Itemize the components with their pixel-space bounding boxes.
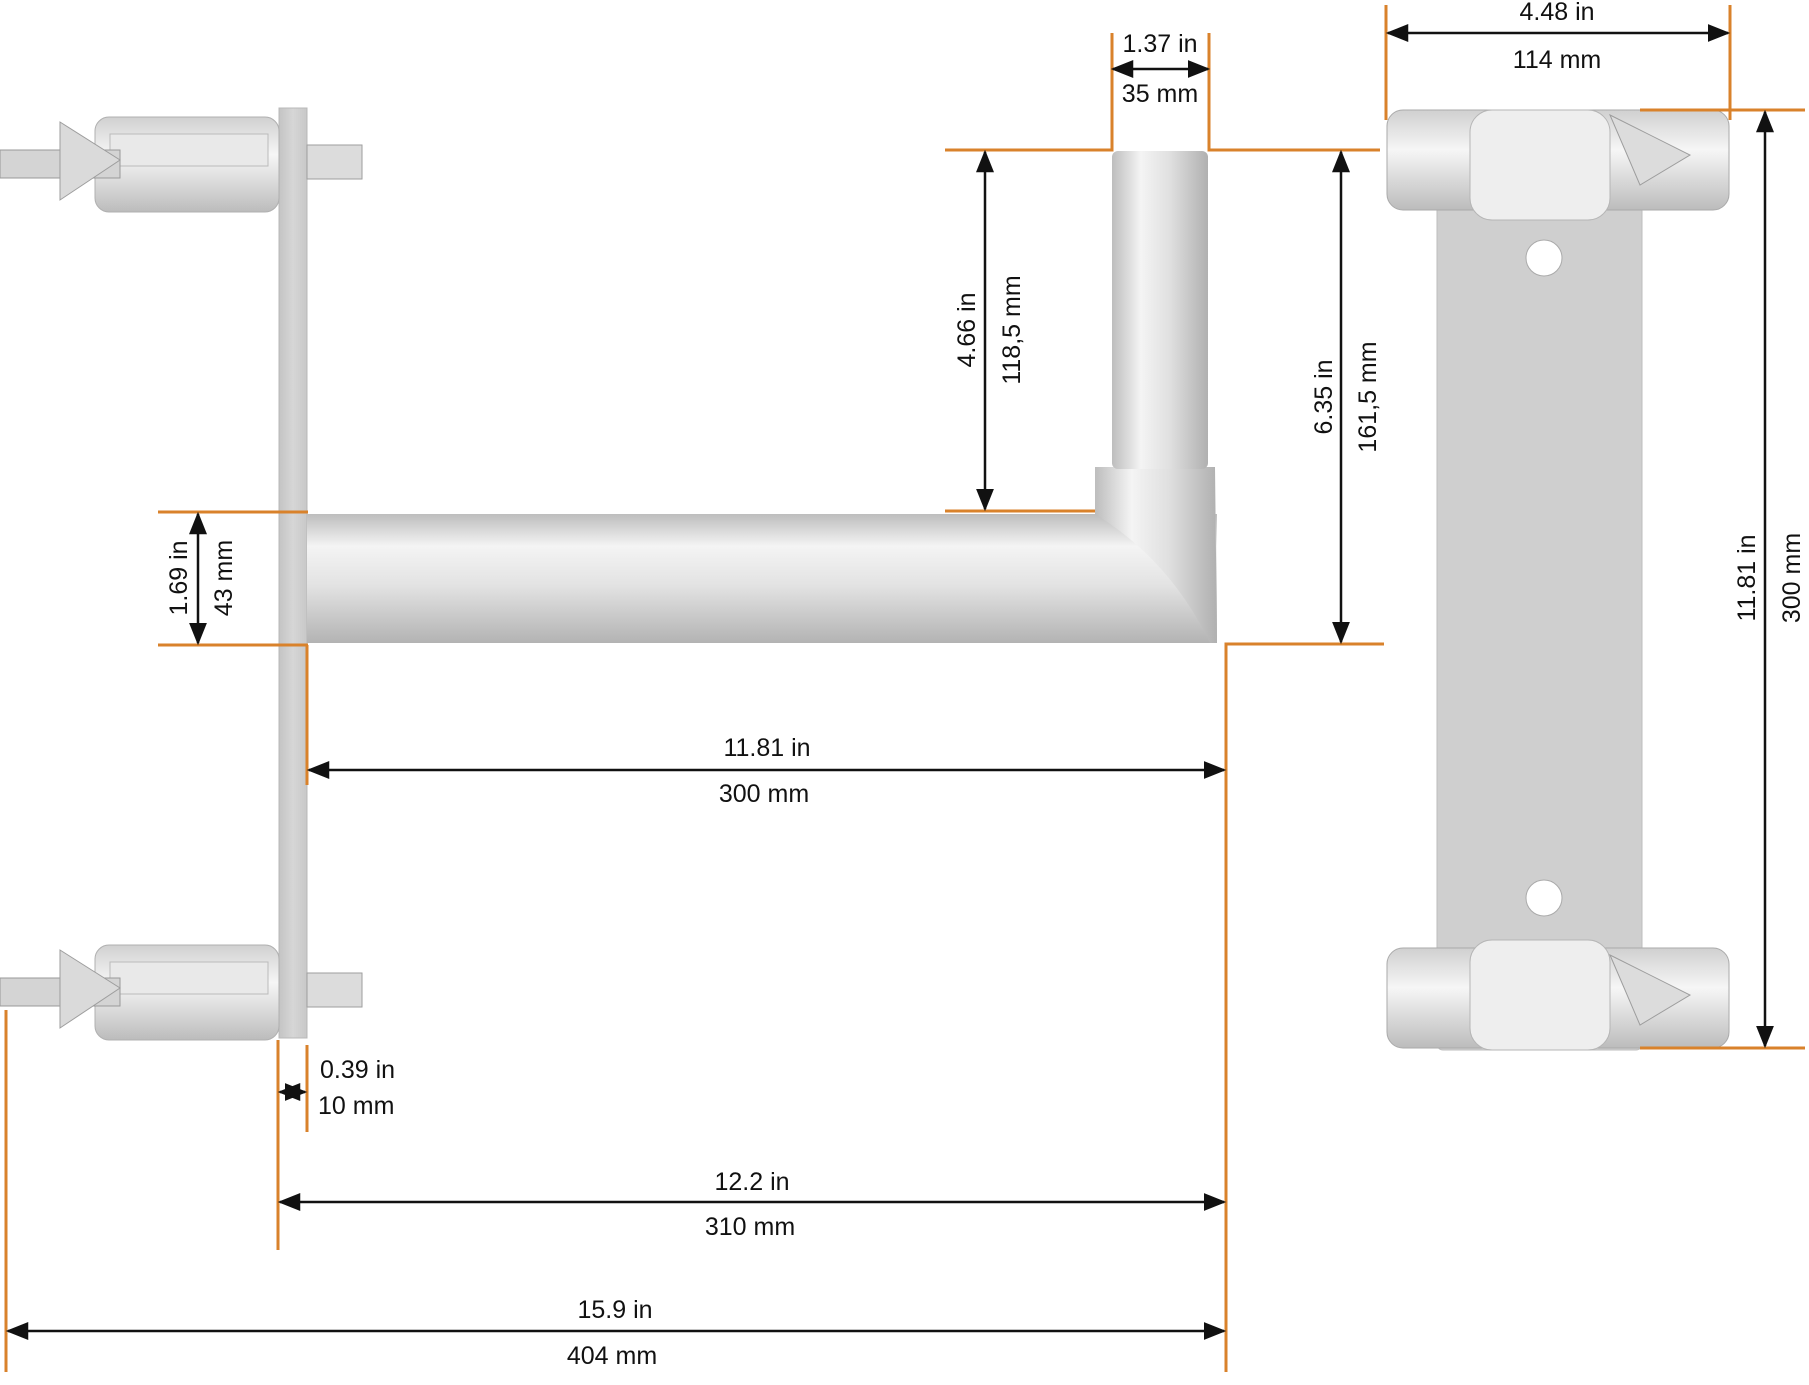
label-tube-diameter-in: 1.69 in (165, 540, 193, 615)
label-plate-thickness-mm: 10 mm (318, 1092, 394, 1120)
front-bottom-clamp (1386, 939, 1730, 1051)
front-view-bracket (1386, 109, 1730, 1051)
side-view-bracket (0, 107, 1217, 1041)
label-plate-thickness-in: 0.39 in (320, 1056, 395, 1084)
bottom-coupler-clamp (0, 944, 363, 1041)
label-overall-length-mm: 404 mm (567, 1342, 657, 1370)
label-reach-in: 12.2 in (714, 1168, 789, 1196)
label-arm-length-in: 11.81 in (723, 734, 810, 762)
wing-nut (59, 949, 121, 1029)
label-total-height-mm: 161,5 mm (1354, 341, 1382, 452)
extension-lines (4, 5, 1805, 1372)
nut-bolt (306, 144, 363, 180)
wing-nut (59, 121, 121, 201)
label-overall-length-in: 15.9 in (577, 1296, 652, 1324)
label-arm-length-mm: 300 mm (719, 780, 809, 808)
mounting-hole-top (1525, 239, 1563, 277)
upright-tube (1112, 151, 1208, 469)
label-total-height-in: 6.35 in (1310, 359, 1338, 434)
mounting-hole-bottom (1525, 879, 1563, 917)
top-coupler-clamp (0, 116, 363, 213)
dimension-labels: 1.37 in 35 mm 4.48 in 114 mm 4.66 in 118… (165, 0, 1806, 1370)
label-clamp-width-in: 4.48 in (1519, 0, 1594, 26)
label-upright-height-mm: 118,5 mm (998, 275, 1026, 384)
label-upright-height-in: 4.66 in (953, 292, 981, 367)
horizontal-arm-tube (307, 514, 1217, 643)
label-reach-mm: 310 mm (705, 1213, 795, 1241)
label-tube-diameter-mm: 43 mm (210, 540, 238, 616)
elbow-joint (1095, 467, 1217, 643)
label-tube-top-width-mm: 35 mm (1122, 80, 1198, 108)
label-clamp-width-mm: 114 mm (1513, 46, 1601, 74)
wall-plate (278, 107, 308, 1039)
label-plate-length-mm: 300 mm (1778, 533, 1806, 623)
label-tube-top-width-in: 1.37 in (1122, 30, 1197, 58)
label-plate-length-in: 11.81 in (1733, 534, 1761, 621)
nut-bolt (306, 972, 363, 1008)
front-plate (1436, 204, 1643, 1051)
front-top-clamp (1386, 109, 1730, 221)
dimension-arrows (5, 24, 1774, 1340)
